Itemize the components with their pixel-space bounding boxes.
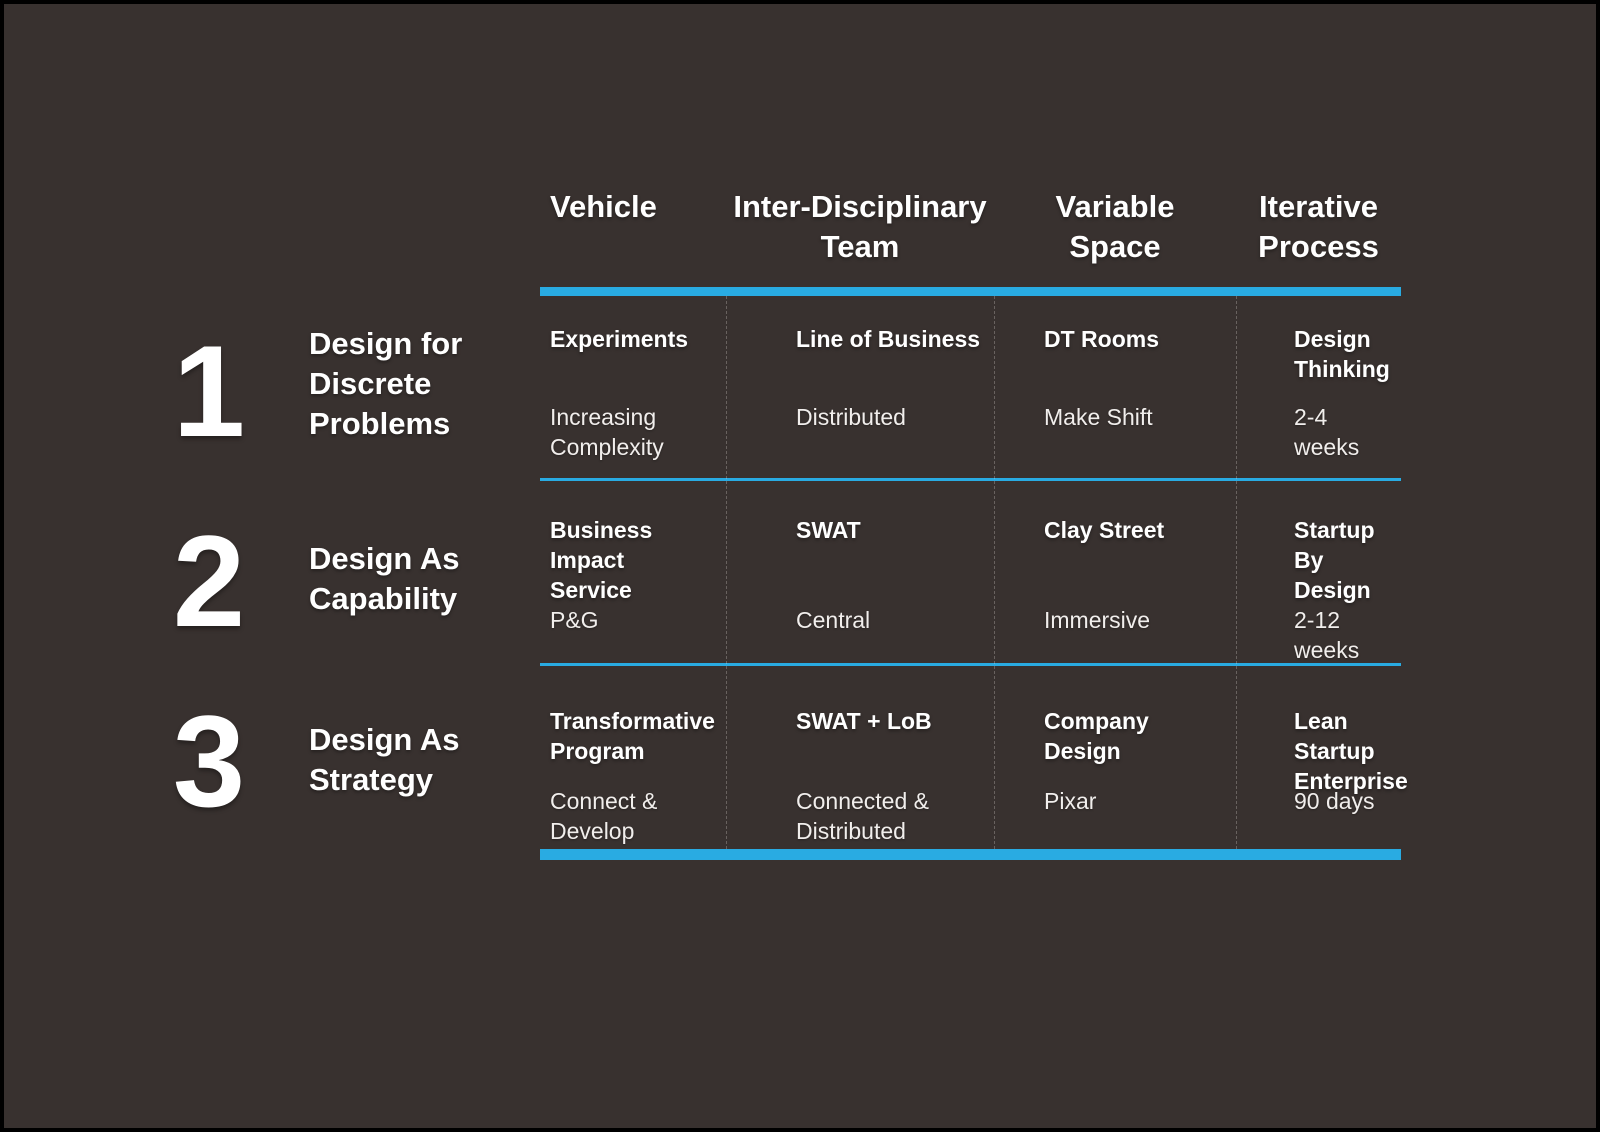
cell-process-row3: Lean Startup Enterprise 90 days: [1236, 666, 1408, 849]
cell-subtitle: Immersive: [1044, 607, 1151, 633]
row-divider-1: [540, 478, 1401, 481]
table-row-2: Business Impact Service P&G SWAT Central…: [540, 481, 1401, 663]
cell-team-row2: SWAT Central: [726, 481, 994, 663]
cell-vehicle-row2: Business Impact Service P&G: [540, 481, 726, 663]
column-header-team: Inter-Disciplinary Team: [733, 189, 987, 264]
cell-team-row3: SWAT + LoB Connected & Distributed: [726, 666, 994, 849]
cell-title: DT Rooms: [1044, 326, 1159, 352]
cell-title: Company Design: [1044, 708, 1149, 764]
row-divider-2: [540, 663, 1401, 666]
cell-title: Line of Business: [796, 326, 981, 352]
cell-subtitle: Central: [796, 607, 871, 633]
cell-vehicle-row1: Experiments Increasing Complexity: [540, 296, 726, 478]
column-header-space: Variable Space: [1055, 189, 1175, 264]
cell-subtitle: Pixar: [1044, 788, 1097, 814]
stage-label-2: Design As Capability: [309, 541, 460, 616]
cell-title: Transformative Program: [550, 708, 715, 764]
column-header-vehicle: Vehicle: [550, 189, 657, 224]
cell-space-row1: DT Rooms Make Shift: [994, 296, 1236, 478]
cell-space-row3: Company Design Pixar: [994, 666, 1236, 849]
cell-title: Startup By Design: [1294, 517, 1375, 603]
cell-space-row2: Clay Street Immersive: [994, 481, 1236, 663]
stage-label-1: Design for Discrete Problems: [309, 326, 463, 441]
cell-subtitle: P&G: [550, 607, 599, 633]
table-row-1: Experiments Increasing Complexity Line o…: [540, 296, 1401, 478]
cell-process-row1: Design Thinking 2-4 weeks: [1236, 296, 1401, 478]
cell-vehicle-row3: Transformative Program Connect & Develop: [540, 666, 726, 849]
cell-title: Design Thinking: [1294, 326, 1390, 382]
column-divider-1: [726, 296, 727, 849]
cell-title: Business Impact Service: [550, 517, 653, 603]
cell-subtitle: Increasing Complexity: [550, 404, 664, 460]
column-header-row: Vehicle Inter-Disciplinary Team Variable…: [540, 187, 1401, 267]
cell-subtitle: Make Shift: [1044, 404, 1153, 430]
stage-number-2: 2: [172, 508, 246, 654]
cell-team-row1: Line of Business Distributed: [726, 296, 994, 478]
cell-subtitle: 2-12 weeks: [1294, 607, 1360, 663]
stage-number-1: 1: [172, 318, 246, 464]
stage-number-3: 3: [172, 688, 246, 834]
cell-title: Experiments: [550, 326, 689, 352]
footer-accent-bar: [540, 849, 1401, 860]
column-divider-3: [1236, 296, 1237, 849]
cell-title: Lean Startup Enterprise: [1294, 708, 1408, 794]
cell-title: Clay Street: [1044, 517, 1165, 543]
column-divider-2: [994, 296, 995, 849]
cell-title: SWAT: [796, 517, 861, 543]
cell-subtitle: Connect & Develop: [550, 788, 658, 844]
cell-subtitle: Connected & Distributed: [796, 788, 929, 844]
cell-title: SWAT + LoB: [796, 708, 932, 734]
cell-subtitle: 2-4 weeks: [1294, 404, 1360, 460]
cell-subtitle: Distributed: [796, 404, 906, 430]
cell-process-row2: Startup By Design 2-12 weeks: [1236, 481, 1401, 663]
table-row-3: Transformative Program Connect & Develop…: [540, 666, 1408, 849]
column-header-process: Iterative Process: [1258, 189, 1379, 264]
header-accent-bar: [540, 287, 1401, 296]
stage-label-3: Design As Strategy: [309, 722, 460, 797]
cell-subtitle: 90 days: [1294, 788, 1375, 814]
